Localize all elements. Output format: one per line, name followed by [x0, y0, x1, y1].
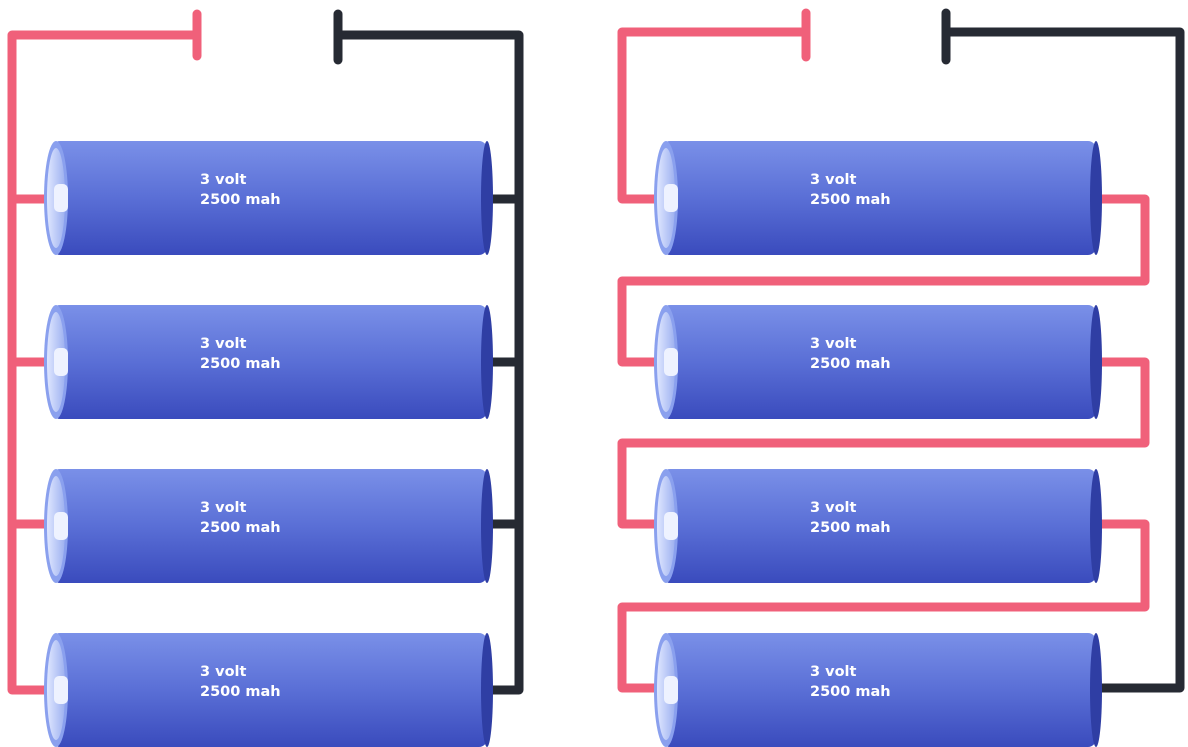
battery-negative-end: [1090, 305, 1102, 419]
right-battery-cell-3: 3 volt 2500 mah: [654, 469, 1102, 583]
right-series-link-3: [617, 519, 1150, 693]
battery-capacity-label: 2500 mah: [200, 684, 281, 700]
battery-negative-end: [1090, 633, 1102, 747]
battery-body: [662, 469, 1096, 583]
battery-body: [52, 305, 487, 419]
right-diagram: 3 volt 2500 mah 3 volt 2500 mah 3 volt 2500 m…: [617, 8, 1185, 747]
battery-positive-nub: [54, 184, 68, 212]
battery-positive-nub: [664, 184, 678, 212]
battery-positive-nub: [664, 512, 678, 540]
left-battery-cell-1: 3 volt 2500 mah: [44, 141, 493, 255]
battery-positive-nub: [54, 348, 68, 376]
right-battery-cells: 3 volt 2500 mah 3 volt 2500 mah 3 volt 2500 m…: [654, 141, 1102, 747]
battery-body: [662, 633, 1096, 747]
battery-capacity-label: 2500 mah: [810, 192, 891, 208]
battery-positive-nub: [664, 348, 678, 376]
battery-capacity-label: 2500 mah: [810, 356, 891, 372]
battery-voltage-label: 3 volt: [810, 664, 857, 680]
battery-positive-nub: [54, 512, 68, 540]
battery-capacity-label: 2500 mah: [200, 356, 281, 372]
left-positive-wire: [7, 9, 202, 695]
right-positive-lead: [617, 27, 811, 204]
left-battery-cell-2: 3 volt 2500 mah: [44, 305, 493, 419]
battery-capacity-label: 2500 mah: [810, 684, 891, 700]
left-negative-wire: [333, 9, 524, 695]
battery-voltage-label: 3 volt: [810, 336, 857, 352]
battery-body: [52, 633, 487, 747]
battery-positive-nub: [54, 676, 68, 704]
battery-voltage-label: 3 volt: [810, 500, 857, 516]
right-battery-cell-2: 3 volt 2500 mah: [654, 305, 1102, 419]
battery-body: [662, 141, 1096, 255]
right-negative-lead: [941, 27, 1185, 693]
right-series-link-2: [617, 357, 1150, 529]
battery-voltage-label: 3 volt: [200, 500, 247, 516]
battery-positive-nub: [664, 676, 678, 704]
battery-body: [52, 141, 487, 255]
battery-negative-end: [481, 633, 493, 747]
battery-capacity-label: 2500 mah: [200, 520, 281, 536]
right-positive-wire: [617, 8, 1150, 693]
battery-negative-end: [481, 141, 493, 255]
battery-negative-end: [1090, 141, 1102, 255]
left-battery-cells: 3 volt 2500 mah 3 volt 2500 mah 3 volt 2500 m…: [44, 141, 493, 747]
battery-body: [662, 305, 1096, 419]
battery-voltage-label: 3 volt: [200, 664, 247, 680]
left-diagram: 3 volt 2500 mah 3 volt 2500 mah 3 volt 2500 m…: [7, 9, 524, 747]
battery-body: [52, 469, 487, 583]
battery-capacity-label: 2500 mah: [200, 192, 281, 208]
left-battery-cell-4: 3 volt 2500 mah: [44, 633, 493, 747]
left-battery-cell-3: 3 volt 2500 mah: [44, 469, 493, 583]
battery-voltage-label: 3 volt: [200, 336, 247, 352]
battery-negative-end: [481, 469, 493, 583]
battery-negative-end: [1090, 469, 1102, 583]
right-battery-cell-1: 3 volt 2500 mah: [654, 141, 1102, 255]
battery-voltage-label: 3 volt: [810, 172, 857, 188]
battery-capacity-label: 2500 mah: [810, 520, 891, 536]
battery-negative-end: [481, 305, 493, 419]
right-negative-wire: [941, 8, 1185, 693]
right-series-link-1: [617, 194, 1150, 367]
battery-voltage-label: 3 volt: [200, 172, 247, 188]
right-battery-cell-4: 3 volt 2500 mah: [654, 633, 1102, 747]
